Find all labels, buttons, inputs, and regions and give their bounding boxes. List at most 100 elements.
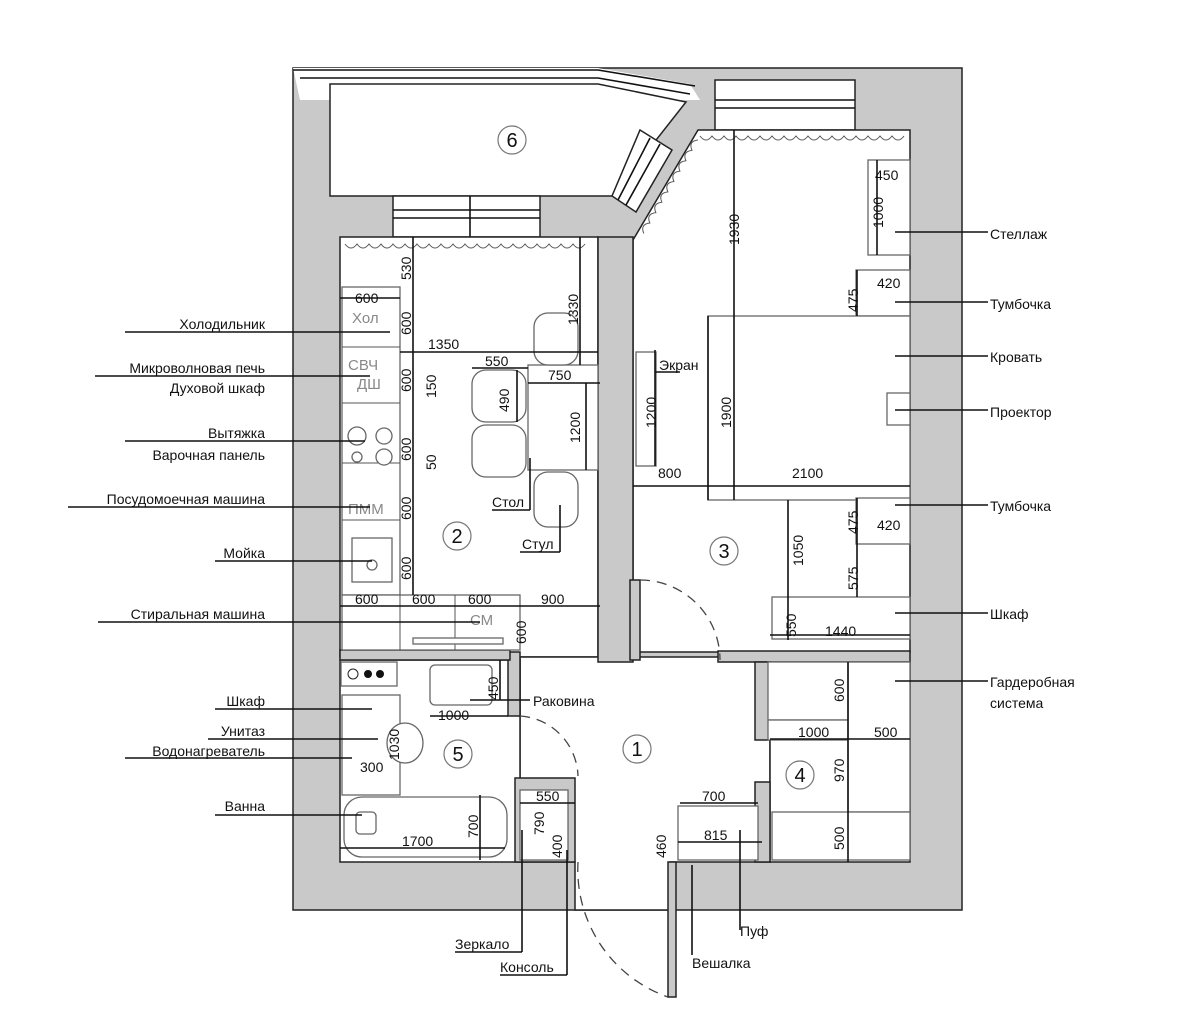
label-mirror: Зеркало [455, 936, 510, 952]
hall-dimensions: 700 815 460 [653, 788, 728, 858]
dimension-label: 600 [513, 620, 529, 644]
dimension-label: 420 [877, 517, 901, 533]
bathtub [343, 796, 508, 858]
dimension-label: 1000 [438, 707, 469, 723]
toilet [386, 722, 424, 764]
chair [471, 369, 527, 423]
label-sink: Мойка [223, 545, 265, 561]
label-washer: Стиральная машина [131, 606, 266, 622]
dimension-label: 700 [702, 788, 726, 804]
dimension-label: 530 [398, 256, 414, 280]
dimension-label: 600 [398, 368, 414, 392]
dimension-label: 1930 [726, 214, 742, 245]
label-hob: Варочная панель [152, 447, 265, 463]
bedroom-window [714, 79, 856, 131]
label-screen: Экран [659, 357, 699, 373]
label-rack: Стеллаж [990, 226, 1048, 242]
room-number-text: 3 [718, 541, 729, 563]
dimension-label: 1700 [402, 833, 433, 849]
wardrobe-room-dimensions: 600 1000 500 970 500 [798, 678, 898, 850]
dimension-label: 575 [845, 566, 861, 590]
dimension-label: 600 [398, 311, 414, 335]
washer-tag: СМ [470, 612, 493, 629]
label-projector: Проектор [990, 404, 1052, 420]
bedroom-dimensions: 1930 450 1000 420 475 1200 1900 800 2100… [643, 167, 901, 639]
dimension-label: 1440 [825, 623, 856, 639]
dimension-label: 1050 [790, 535, 806, 566]
wardrobe [771, 596, 911, 640]
kitchen-dimensions: 530 600 600 1330 1350 550 750 600 150 49… [355, 256, 583, 644]
entry-door-leaf [667, 861, 677, 998]
dimension-label: 1030 [386, 729, 402, 760]
wardrobe-system [767, 661, 911, 861]
room-number-2: 2 [442, 521, 472, 551]
room-number-text: 2 [451, 526, 462, 548]
dimension-label: 600 [398, 496, 414, 520]
dimension-label: 600 [412, 591, 436, 607]
bathroom-dimensions: 450 1000 1030 300 1700 700 550 790 400 [360, 676, 565, 858]
kitchen-window [392, 195, 541, 238]
wall-bedroom-wardrobe [717, 650, 911, 663]
room-number-4: 4 [785, 760, 815, 790]
dimension-label: 1350 [428, 336, 459, 352]
dimension-label: 550 [536, 788, 560, 804]
diagonal-window [611, 128, 674, 214]
screen [635, 351, 657, 467]
microwave-tag: СВЧ [348, 357, 378, 374]
dimension-label: 490 [496, 388, 512, 412]
label-nightstand-bottom: Тумбочка [990, 498, 1051, 514]
label-fridge: Холодильник [179, 316, 265, 332]
dimension-label: 750 [548, 367, 572, 383]
hanger-pouf [677, 805, 759, 861]
chair [471, 424, 527, 478]
bath-box [340, 661, 398, 687]
label-toilet: Унитаз [221, 723, 265, 739]
room-number-text: 5 [452, 744, 463, 766]
chair [533, 471, 579, 528]
label-washbasin: Раковина [533, 693, 595, 709]
bedroom-door-swing [639, 579, 721, 661]
bedroom-curtain [699, 135, 905, 141]
label-dishwasher: Посудомоечная машина [107, 491, 266, 507]
washbasin [429, 664, 493, 706]
label-table: Стол [492, 494, 524, 510]
bed [707, 315, 911, 501]
console [519, 789, 569, 861]
dimension-label: 600 [831, 678, 847, 702]
label-microwave: Микроволновая печь [129, 360, 265, 376]
label-bath-cabinet: Шкаф [226, 693, 265, 709]
nightstand-top [855, 269, 911, 317]
label-water-heater: Водонагреватель [152, 743, 265, 759]
label-hood: Вытяжка [208, 425, 265, 441]
dimension-label: 420 [877, 275, 901, 291]
dimension-label: 400 [549, 834, 565, 858]
room-number-5: 5 [443, 739, 473, 769]
wall-kitchen-bedroom [597, 236, 634, 663]
label-oven: Духовой шкаф [170, 380, 265, 396]
label-wardrobe-system-2: система [990, 695, 1043, 711]
dimension-label: 790 [531, 811, 547, 835]
dimension-label: 550 [485, 353, 509, 369]
room-number-6: 6 [497, 125, 527, 155]
dimension-label: 1900 [718, 397, 734, 428]
wall-bath-upper [507, 651, 521, 717]
label-pouf: Пуф [740, 923, 768, 939]
dimension-label: 1330 [565, 294, 581, 325]
dimension-label: 475 [845, 288, 861, 312]
dimension-label: 1000 [798, 724, 829, 740]
bedroom-door-leaf [629, 579, 641, 661]
dimension-label: 500 [874, 724, 898, 740]
room-number-text: 1 [631, 739, 642, 761]
dimension-label: 600 [355, 591, 379, 607]
dimension-label: 700 [465, 814, 481, 838]
dimension-label: 970 [831, 758, 847, 782]
room-number-1: 1 [622, 734, 652, 764]
dimension-label: 800 [658, 465, 682, 481]
leader-lines [68, 231, 988, 976]
room-number-text: 6 [506, 130, 517, 152]
kitchen-sink-icon [351, 537, 393, 583]
dimension-label: 50 [423, 454, 439, 470]
label-bathtub: Ванна [225, 798, 266, 814]
dimension-lines [340, 130, 910, 862]
